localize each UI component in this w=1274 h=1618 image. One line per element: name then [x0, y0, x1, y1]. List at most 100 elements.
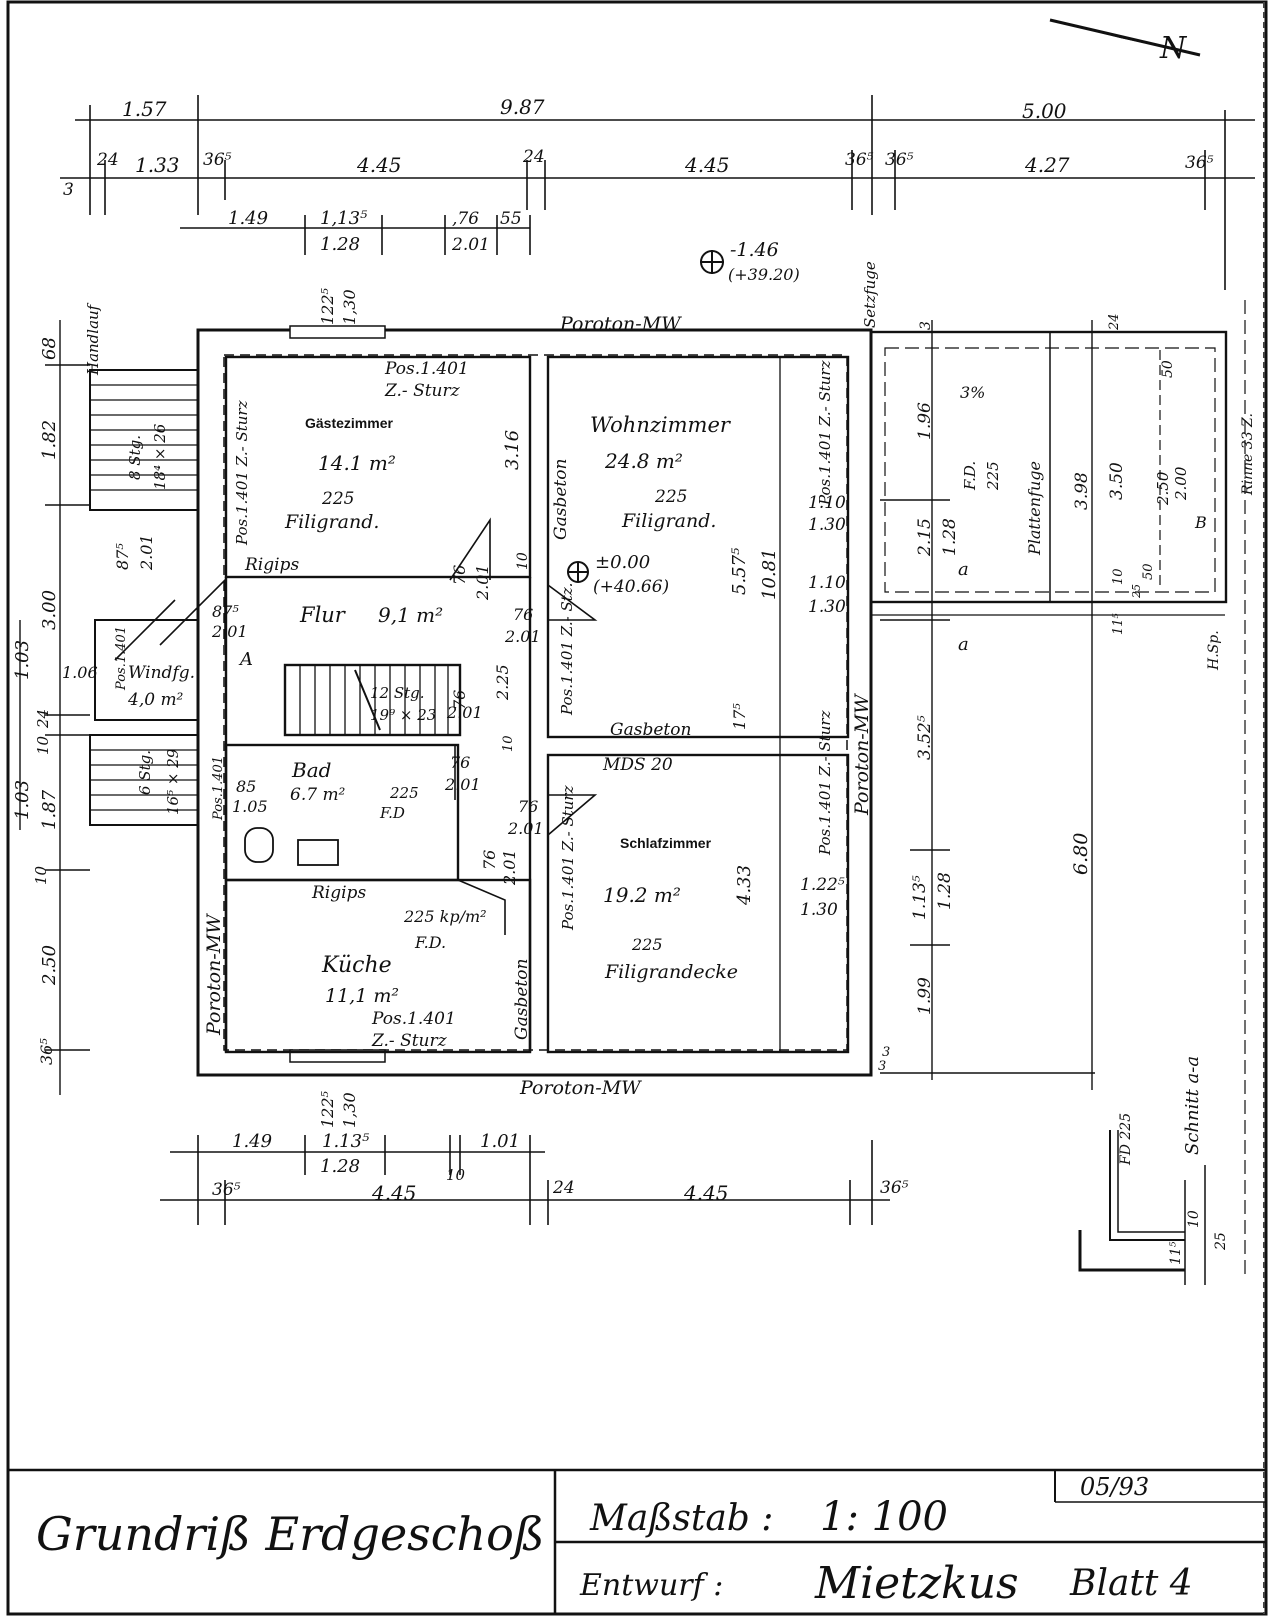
stairs-main-size: 19⁹ × 23	[370, 706, 436, 724]
marker-a: A	[238, 649, 253, 670]
inner-dim-2: 10	[515, 552, 531, 570]
dim-top-1: 1.57	[122, 97, 167, 121]
kuche-window-w: 122⁵	[318, 1090, 337, 1128]
dim-bot-5: 10	[446, 1166, 466, 1184]
door8-w: 76	[480, 850, 499, 870]
dim-top-r2-6: 4.45	[684, 153, 730, 177]
dim-bot-r2-5: 36⁵	[880, 1178, 909, 1198]
dim-bot-r2-2: 4.45	[371, 1181, 417, 1205]
svg-text:Windfg.: Windfg.	[128, 663, 195, 683]
dim-top-r2-9: 4.27	[1024, 153, 1070, 177]
sturz-flur: Pos.1.401 Z.- Stz.	[558, 583, 576, 716]
dim-top-r2-1: 24	[96, 150, 119, 170]
section-dim-3: 25	[1213, 1232, 1229, 1251]
svg-text:Filigrandecke: Filigrandecke	[604, 961, 738, 983]
right-dim-19: 11⁵	[1111, 612, 1126, 635]
svg-text:225: 225	[321, 489, 354, 509]
stairs-ext1-steps: 8 Stg.	[126, 435, 144, 480]
dim-left-9: 1.87	[39, 789, 60, 830]
bad-door-w: 85	[236, 777, 256, 796]
svg-text:(+40.66): (+40.66)	[593, 577, 669, 597]
svg-text:F.D: F.D	[379, 804, 405, 822]
inner-dim-3: 2.25	[493, 664, 512, 701]
door6-h: 2.01	[444, 775, 481, 794]
svg-text:F.D.: F.D.	[414, 933, 446, 952]
sturz-schlaf: Pos.1.401 Z.- Sturz	[559, 785, 577, 931]
living-win1-w: 1.10	[808, 493, 846, 513]
svg-text:Bad: Bad	[291, 758, 331, 782]
right-dim-16: 24	[1107, 313, 1122, 331]
svg-text:11,1 m²: 11,1 m²	[325, 985, 399, 1007]
door8-h: 2.01	[500, 849, 519, 886]
wall-label-left: Poroton-MW	[203, 913, 225, 1036]
dim-top-r3-4: ,76	[452, 209, 479, 229]
sturz-bottom-pos: Pos.1.401	[371, 1009, 456, 1029]
pos-windfang: Pos.1.401	[114, 626, 129, 691]
schlaf-win-w: 1.22⁵	[800, 875, 845, 895]
svg-text:19.2 m²: 19.2 m²	[603, 883, 681, 907]
right-dim-14: 2.00	[1172, 466, 1190, 501]
north-arrow-icon: N	[1049, 18, 1201, 66]
handlauf-label: Handlauf	[84, 302, 102, 376]
right-dim-11: 3.98	[1072, 472, 1092, 510]
dim-left-11: 2.50	[39, 945, 60, 986]
stairs-main-steps: 12 Stg.	[370, 684, 425, 702]
level-marker-living: ±0.00 (+40.66)	[567, 552, 669, 597]
svg-text:Filigrand.: Filigrand.	[284, 511, 379, 533]
svg-text:±0.00: ±0.00	[595, 552, 650, 573]
scale-label: Maßstab :	[589, 1498, 773, 1539]
washbasin-icon	[297, 839, 339, 866]
dim-bot-r2-4: 4.45	[683, 1181, 729, 1205]
wall-label-right: Poroton-MW	[851, 693, 873, 816]
inner-dim-8: 4.33	[734, 865, 755, 906]
dim-left-7: 10	[34, 735, 52, 755]
right-dim-6: 1.13⁵	[910, 875, 930, 920]
dim-bot-2: 1.13⁵	[322, 1131, 369, 1152]
dim-left-3: 3.00	[39, 590, 60, 630]
bottom-dimensions	[160, 1135, 890, 1225]
dim-top-r3-1: 1.49	[228, 208, 268, 229]
svg-text:Gästezimmer: Gästezimmer	[305, 415, 393, 431]
plattenfuge-label: Plattenfuge	[1025, 461, 1044, 556]
left-dimensions	[19, 320, 90, 1095]
svg-text:14.1 m²: 14.1 m²	[318, 451, 396, 475]
wall-label-top: Poroton-MW	[559, 313, 682, 335]
dim-bot-r2-3: 24	[552, 1178, 575, 1198]
toilet-icon	[244, 827, 274, 863]
exterior-stairs	[89, 369, 199, 826]
dim-bot-3: 1.28	[320, 1156, 360, 1177]
dim-top-r2-5: 24	[522, 147, 545, 167]
signature: Mietzkus	[814, 1558, 1019, 1609]
right-dim-13: 2.50	[1154, 471, 1172, 506]
schnitt-label: Schnitt a-a	[1182, 1056, 1203, 1155]
sturz-living: Pos.1.401 Z.- Sturz	[816, 360, 834, 506]
room-windfang: Windfg. 4,0 m²	[127, 663, 195, 710]
svg-text:Filigrand.: Filigrand.	[621, 510, 716, 532]
svg-text:6.7 m²: 6.7 m²	[290, 785, 346, 805]
svg-text:225: 225	[654, 487, 687, 507]
right-dim-12: 3.50	[1107, 462, 1127, 500]
dim-left-5: 1.06	[62, 663, 98, 682]
entwurf-label: Entwurf :	[579, 1568, 723, 1603]
dim-left-1: 68	[39, 337, 60, 360]
dim-top-r3-3: 1.28	[320, 234, 360, 255]
svg-text:24.8 m²: 24.8 m²	[604, 449, 683, 473]
right-dim-18: 50	[1141, 563, 1156, 580]
dim-top-r3-6: 2.01	[451, 235, 490, 255]
stairs-ext2-steps: 6 Stg.	[136, 750, 154, 795]
door4-w: 76	[513, 605, 533, 624]
door1-h: 2.01	[137, 534, 156, 571]
door4-h: 2.01	[504, 627, 541, 646]
date-label: 05/93	[1080, 1473, 1149, 1501]
dim-top-3: 5.00	[1022, 99, 1067, 123]
north-label: N	[1159, 31, 1188, 66]
dim-top-r2-3: 36⁵	[203, 150, 232, 170]
right-dim-15: 50	[1160, 360, 1176, 378]
terrace-fd: F.D.	[961, 461, 979, 491]
pos-bad: Pos.1.401	[211, 756, 226, 821]
dim-left-12: 36⁵	[37, 1038, 56, 1065]
room-kueche: Küche 11,1 m² 225 kp/m² F.D.	[321, 907, 487, 1007]
svg-text:Flur: Flur	[299, 603, 347, 627]
room-flur: Flur 9,1 m²	[299, 603, 443, 627]
gasbeton-1: Gasbeton	[551, 459, 571, 540]
